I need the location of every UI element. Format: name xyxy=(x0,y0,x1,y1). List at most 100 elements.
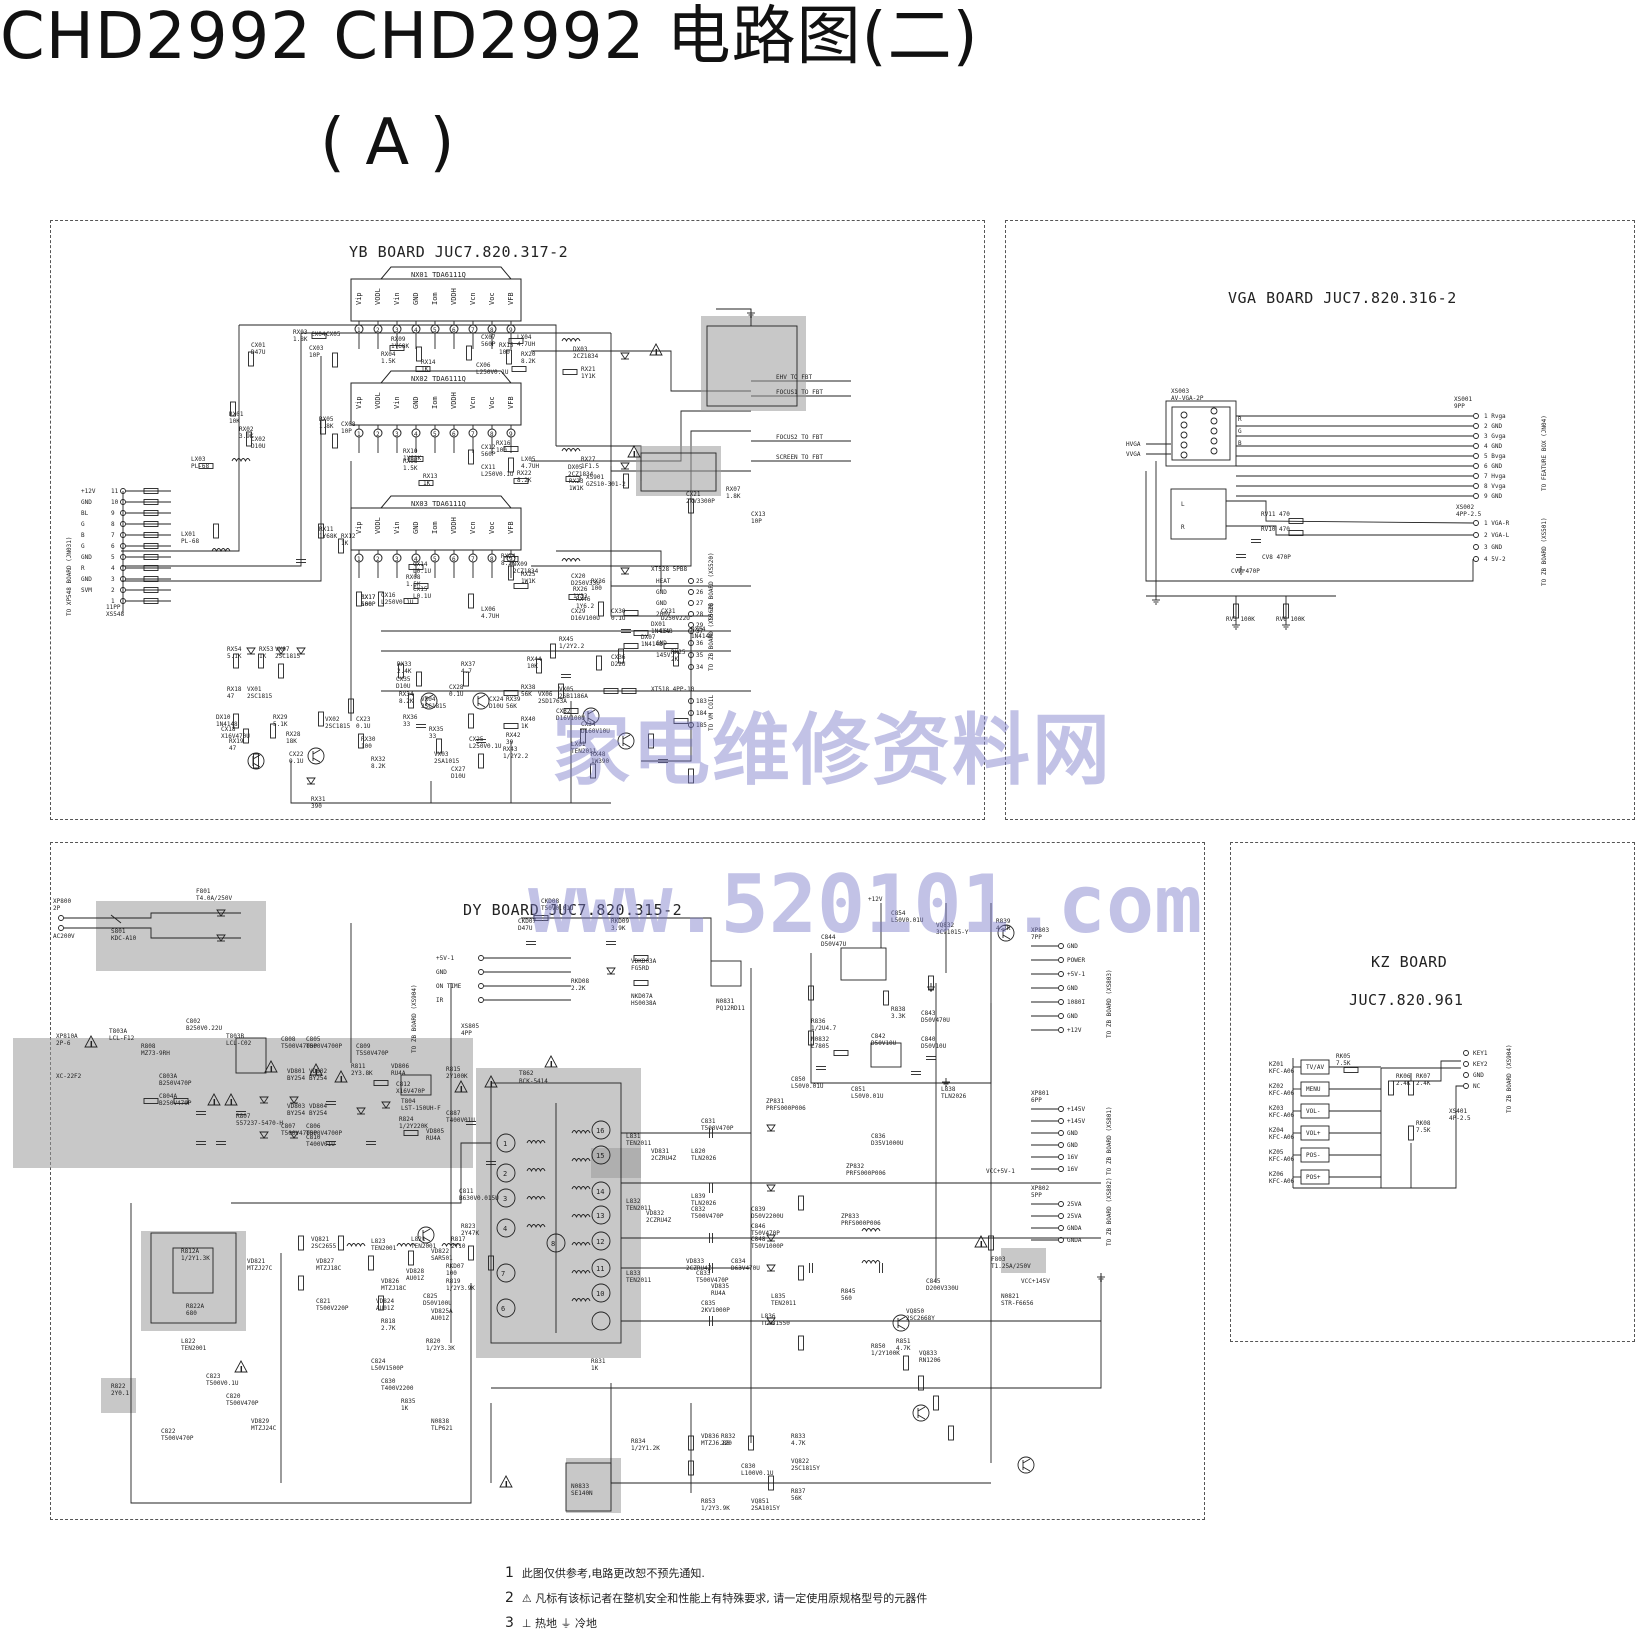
wire xyxy=(425,702,434,708)
component-ref: C851 xyxy=(851,1086,866,1093)
connector-target: TO ZB BOARD (XS904) xyxy=(411,984,418,1053)
connector-pin xyxy=(1058,1166,1064,1172)
connector-pin-number: 185 xyxy=(696,722,707,729)
resistor-symbol xyxy=(568,594,584,600)
component-label: RV3 100K xyxy=(1226,616,1255,623)
component-ref: RX38 xyxy=(521,684,536,691)
resistor-symbol xyxy=(590,763,596,779)
connector-label: XS548 xyxy=(106,611,124,618)
component-ref: R834 xyxy=(631,1438,646,1445)
component-value: T500V470P xyxy=(226,1400,259,1407)
ic-pin-name: VFB xyxy=(507,396,515,409)
ic-body xyxy=(350,382,522,426)
inductor-symbol xyxy=(526,1168,546,1173)
component-value: PQ12RD11 xyxy=(716,1005,745,1012)
component-value: MTZJ27C xyxy=(247,1265,273,1272)
transformer-pin-number: 13 xyxy=(596,1212,604,1220)
component-ref: VX05 xyxy=(559,686,574,693)
warning-icon xyxy=(974,1235,988,1248)
resistor-symbol xyxy=(536,658,542,674)
connector-pin-number: 1 xyxy=(111,598,115,605)
connector-label: XP802 xyxy=(1031,1185,1049,1192)
component-ref: VX07 xyxy=(275,646,290,653)
resistor-symbol xyxy=(416,671,422,687)
switch-function: MENU xyxy=(1306,1086,1321,1093)
component-ref: R815 xyxy=(446,1066,461,1073)
connector-pin-name: ON TIME xyxy=(436,983,462,990)
resistor-symbol xyxy=(563,708,579,714)
wire xyxy=(556,550,662,591)
component-value: T500V4700P xyxy=(306,1043,343,1050)
ic-pin-name: GND xyxy=(412,396,420,409)
ic-pin-number: 8 xyxy=(490,327,494,334)
component-ref: CX17 xyxy=(361,594,376,601)
resistor-symbol xyxy=(988,1235,994,1251)
net-label: VCC+5V-1 xyxy=(986,1168,1015,1175)
component-value: T500V470P xyxy=(691,1213,724,1220)
component-value: T400V2200 xyxy=(381,1385,414,1392)
component-ref: RX33 xyxy=(397,661,412,668)
resistor-symbol xyxy=(398,663,404,679)
connector-pin xyxy=(1473,556,1479,562)
connector-pin-name: IR xyxy=(436,997,444,1004)
warning-icon xyxy=(334,1070,348,1083)
component-value: 1/2Y3.9K xyxy=(446,1285,475,1292)
component-ref: RX23 xyxy=(569,478,584,485)
component-ref: LX01 xyxy=(181,531,196,538)
component-ref: RX24 xyxy=(501,553,516,560)
resistor-symbol xyxy=(408,564,424,570)
connector-pin-name: 2 GND xyxy=(1484,423,1502,430)
resistor-symbol xyxy=(338,1235,344,1251)
component-value: 560P xyxy=(361,601,376,608)
resistor-symbol xyxy=(468,713,474,729)
component-ref: RX39 xyxy=(506,696,521,703)
component-value: 2.2K xyxy=(571,985,586,992)
resistor-symbol xyxy=(373,1080,389,1086)
connector-pin-name: 25VA xyxy=(1067,1201,1082,1208)
diode-symbol xyxy=(766,1124,776,1132)
transformer-pin xyxy=(591,1283,611,1303)
ic-outline xyxy=(380,266,512,280)
connector-label: 9PP xyxy=(1454,403,1465,410)
diode-symbol xyxy=(259,1131,269,1139)
ic-pin-name: GND xyxy=(412,521,420,534)
signal-label: G xyxy=(1238,428,1242,435)
wire xyxy=(917,1414,926,1420)
switch-type: KFC-A06 xyxy=(1269,1112,1295,1119)
switch-type: KFC-A06 xyxy=(1269,1068,1295,1075)
component-value: TLN2026 xyxy=(691,1200,717,1207)
connector-pin xyxy=(1473,532,1479,538)
ic-pin-name: Voc xyxy=(488,521,496,534)
component-ref: DX09 xyxy=(513,561,528,568)
connector-target: TO XP548 BOARD (JN031) xyxy=(66,537,73,616)
component-value: HS0038A xyxy=(631,1000,657,1007)
resistor-symbol xyxy=(378,1295,384,1311)
component-value: 2SB1186A xyxy=(559,693,588,700)
connector-pin-name: 200V xyxy=(656,611,671,618)
component-value: 2Y3.8K xyxy=(351,1070,373,1077)
wire xyxy=(64,927,241,939)
diode-symbol xyxy=(620,462,630,470)
transformer-pin-number: 14 xyxy=(596,1188,604,1196)
connector-pin xyxy=(688,722,694,728)
component-value: L0.1U xyxy=(413,568,431,575)
component-ref: RX54 xyxy=(227,646,242,653)
inductor-symbol xyxy=(571,1298,591,1303)
component-ref: XC-22F2 xyxy=(56,1073,82,1080)
resistor-symbol xyxy=(468,449,474,465)
component-value: 1K xyxy=(591,1365,599,1372)
ic-pin-name: Vip xyxy=(355,521,363,534)
transformer-pin xyxy=(591,1145,611,1165)
ic-pin-number: 3 xyxy=(395,556,399,563)
resistor-symbol xyxy=(1288,530,1304,536)
connector-pin-number: 3 xyxy=(111,576,115,583)
component-ref: RX17 xyxy=(361,594,376,601)
resistor-symbol xyxy=(1343,1067,1359,1073)
resistor-symbol xyxy=(143,488,159,494)
component-value: MTZJ18C xyxy=(381,1285,407,1292)
warning-mark: ! xyxy=(270,1066,274,1073)
warning-icon xyxy=(627,445,641,458)
regulator-ic xyxy=(870,1042,902,1068)
connector-pin xyxy=(1058,1201,1064,1207)
connector-pin xyxy=(478,969,484,975)
